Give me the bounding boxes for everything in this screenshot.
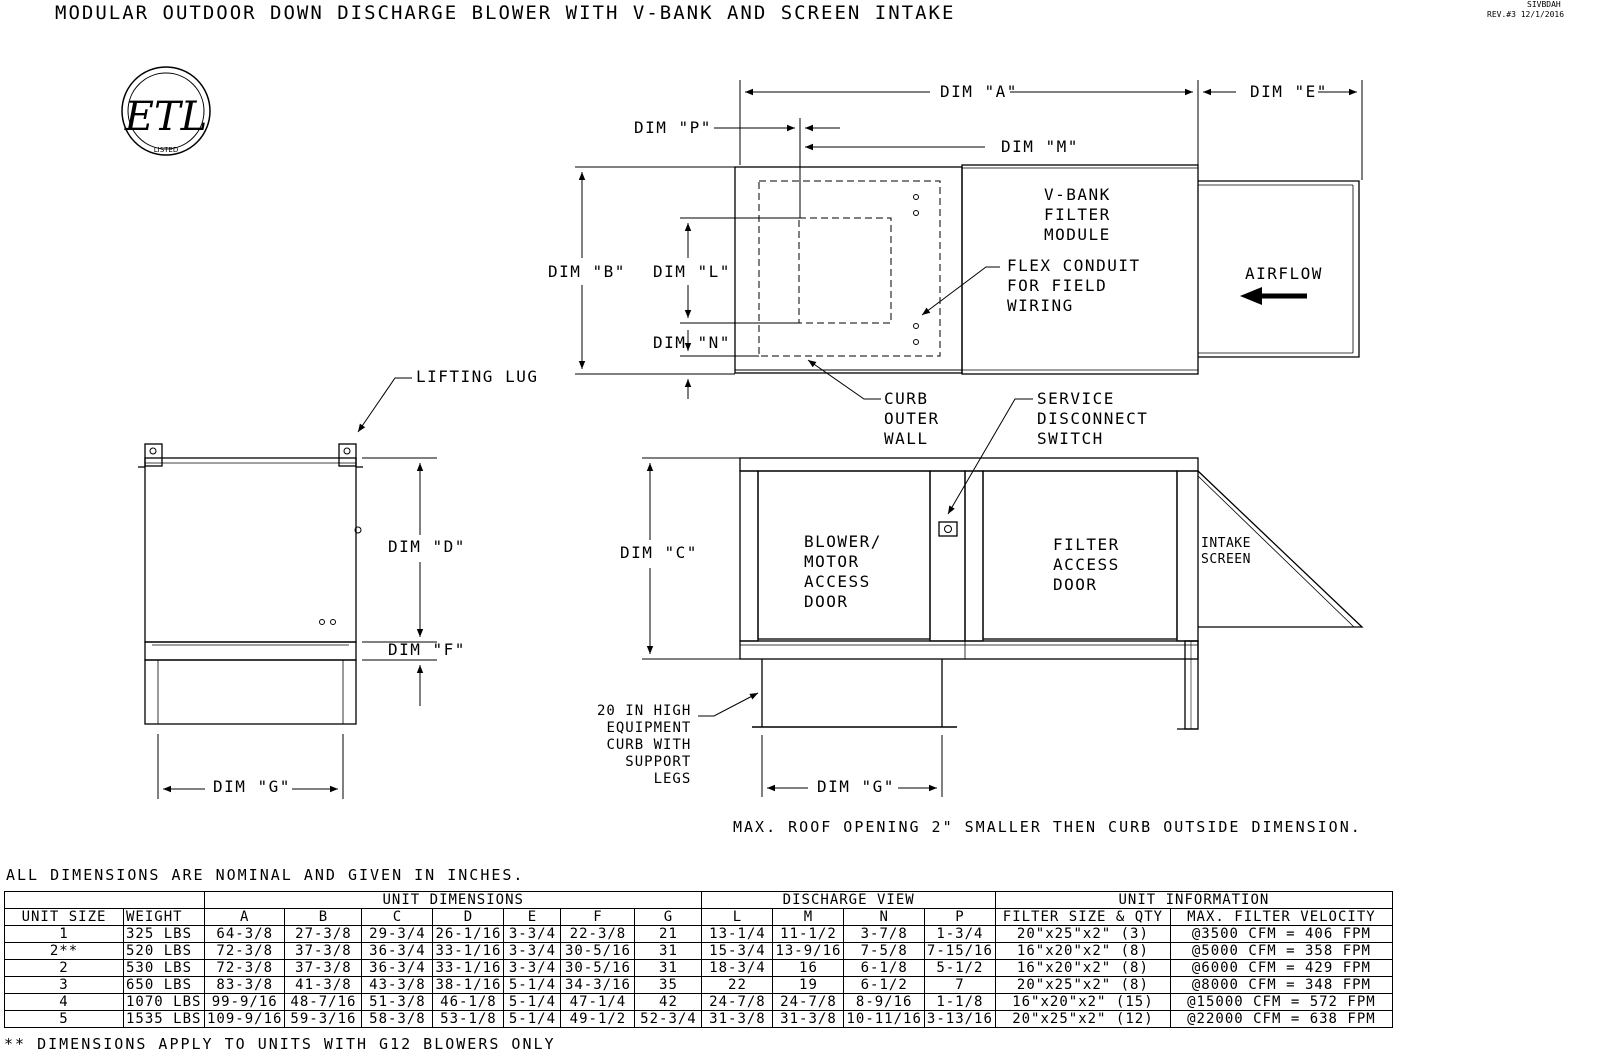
dimensions-table: UNIT DIMENSIONS DISCHARGE VIEW UNIT INFO… — [4, 891, 1393, 1028]
drawing-id: SIVBDAH — [1527, 0, 1561, 9]
end-view — [138, 443, 363, 725]
roof-opening-note: MAX. ROOF OPENING 2" SMALLER THEN CURB O… — [733, 818, 1362, 836]
blower-door-label: BLOWER/ MOTOR ACCESS DOOR — [804, 532, 882, 611]
dim-a-label: DIM "A" — [940, 82, 1018, 101]
table-header: B — [284, 908, 363, 926]
intake-screen-label: INTAKE SCREEN — [1201, 536, 1251, 567]
dim-f-label: DIM "F" — [388, 640, 466, 659]
table-header: D — [432, 908, 505, 926]
table-header: A — [203, 908, 286, 926]
airflow-arrow — [1240, 287, 1307, 305]
airflow-label: AIRFLOW — [1245, 264, 1323, 283]
dim-g-end-label: DIM "G" — [213, 777, 291, 796]
dim-l-label: DIM "L" — [653, 262, 731, 281]
table-header: FILTER SIZE & QTY — [994, 908, 1171, 926]
table-header: N — [843, 908, 925, 926]
table-header: WEIGHT — [123, 908, 205, 926]
drawing-title: MODULAR OUTDOOR DOWN DISCHARGE BLOWER WI… — [55, 2, 956, 24]
disconnect-label: SERVICE DISCONNECT SWITCH — [1037, 389, 1149, 448]
table-header: P — [923, 908, 996, 926]
plan-view — [734, 164, 1360, 375]
table-header: F — [560, 908, 636, 926]
table-group-discharge-view: DISCHARGE VIEW — [701, 891, 996, 909]
dim-p-label: DIM "P" — [634, 118, 712, 137]
filter-door-label: FILTER ACCESS DOOR — [1053, 535, 1120, 594]
end-dimensions — [157, 377, 437, 799]
table-header: MAX. FILTER VELOCITY — [1169, 908, 1393, 926]
etl-logo: ETL LISTED — [121, 66, 211, 156]
table-header: UNIT SIZE — [4, 908, 124, 926]
dim-d-label: DIM "D" — [388, 537, 466, 556]
table-header: G — [634, 908, 703, 926]
table-group-blank — [4, 891, 205, 909]
dim-b-label: DIM "B" — [548, 262, 626, 281]
dim-e-label: DIM "E" — [1250, 82, 1328, 101]
table-group-unit-information: UNIT INFORMATION — [994, 891, 1393, 909]
revision: REV.#3 12/1/2016 — [1487, 10, 1565, 19]
lifting-lug-label: LIFTING LUG — [416, 367, 539, 386]
front-dimensions — [642, 398, 1033, 797]
table-header: L — [701, 908, 774, 926]
etl-listed: LISTED — [154, 146, 179, 154]
vbank-label: V-BANK FILTER MODULE — [1044, 185, 1111, 244]
dim-g-front-label: DIM "G" — [817, 777, 895, 796]
dim-m-label: DIM "M" — [1001, 137, 1079, 156]
etl-mark: ETL — [124, 94, 207, 140]
table-group-unit-dimensions: UNIT DIMENSIONS — [203, 891, 703, 909]
plan-dimensions — [575, 80, 1363, 400]
nominal-note: ALL DIMENSIONS ARE NOMINAL AND GIVEN IN … — [6, 866, 525, 884]
table-header: E — [503, 908, 562, 926]
curb-wall-label: CURB OUTER WALL — [884, 389, 940, 448]
footnote: ** DIMENSIONS APPLY TO UNITS WITH G12 BL… — [4, 1035, 556, 1053]
dim-c-label: DIM "C" — [620, 543, 698, 562]
table-header-row: UNIT SIZE WEIGHT A B C D E F G L M N P F… — [4, 908, 1393, 926]
table-header: C — [361, 908, 434, 926]
table-header: M — [772, 908, 845, 926]
front-view — [739, 457, 1364, 730]
flex-conduit-label: FLEX CONDUIT FOR FIELD WIRING — [1007, 256, 1141, 315]
table-group-header-row: UNIT DIMENSIONS DISCHARGE VIEW UNIT INFO… — [4, 891, 1393, 909]
dim-n-label: DIM "N" — [653, 333, 731, 352]
curb-label: 20 IN HIGH EQUIPMENT CURB WITH SUPPORT L… — [597, 703, 692, 787]
